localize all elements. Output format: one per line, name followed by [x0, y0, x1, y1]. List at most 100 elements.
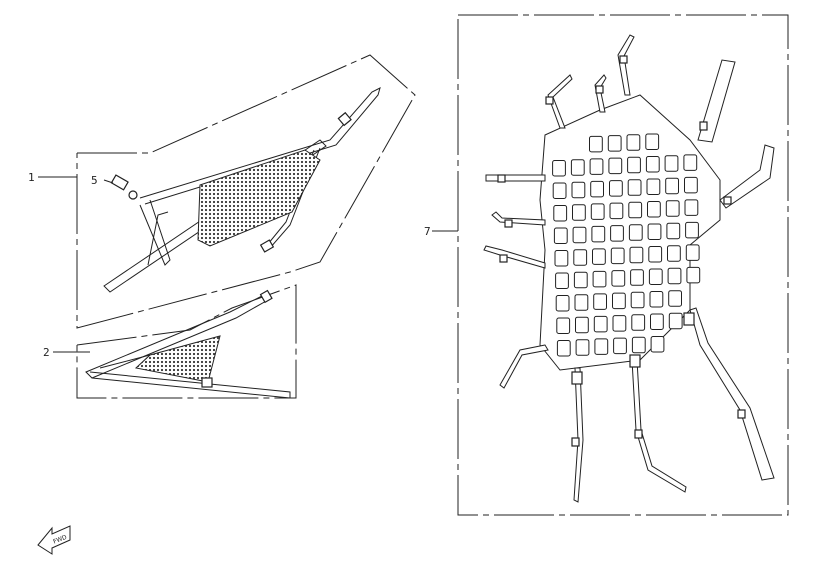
- buckle: [723, 196, 732, 205]
- net-cell: [631, 336, 646, 354]
- net-cell: [645, 156, 660, 173]
- buckle: [737, 409, 746, 419]
- part1-mesh-panel: [197, 149, 321, 247]
- net-cell: [573, 249, 588, 266]
- net-cell: [575, 316, 589, 334]
- part1-frame: [76, 54, 416, 329]
- part2-mesh-panel: [134, 335, 221, 383]
- net-cell: [648, 268, 663, 285]
- net-cell: [555, 295, 570, 312]
- net-cell: [650, 336, 665, 353]
- buckle: [571, 371, 583, 385]
- buckle: [683, 312, 695, 326]
- forward-arrow-icon: FWD: [37, 525, 71, 555]
- forward-label: FWD: [52, 534, 68, 546]
- strap-left-3: [483, 245, 546, 269]
- net-cell: [646, 178, 661, 195]
- net-cell: [649, 291, 664, 308]
- callout-5: 5: [91, 174, 98, 187]
- net-cell: [575, 339, 590, 356]
- net-cell: [631, 314, 646, 331]
- net-cell: [610, 225, 624, 242]
- net-cell: [593, 293, 608, 310]
- net-cell: [683, 154, 698, 171]
- net-cell: [590, 180, 605, 198]
- buckle: [499, 254, 508, 263]
- net-cell: [556, 340, 571, 357]
- part1-buckle: [259, 239, 275, 253]
- net-cell: [591, 225, 606, 243]
- net-cell: [630, 291, 645, 309]
- net-cell: [593, 315, 608, 333]
- callout-2: 2: [43, 346, 50, 359]
- net-cell: [684, 176, 698, 194]
- net-cell: [666, 222, 681, 240]
- net-cell: [668, 290, 683, 307]
- net-cell: [667, 245, 681, 262]
- callout-1: 1: [28, 171, 35, 184]
- net-cell: [613, 337, 627, 355]
- buckle: [497, 174, 506, 183]
- buckle: [619, 55, 628, 64]
- net-cell: [611, 270, 626, 287]
- net-cell: [628, 224, 643, 241]
- net-cell: [685, 244, 700, 261]
- net-cell: [589, 135, 603, 153]
- net-cell: [685, 221, 699, 239]
- net-cell: [572, 226, 587, 244]
- part2-frame: [76, 284, 297, 399]
- net-cell: [553, 205, 568, 222]
- buckle: [571, 437, 580, 447]
- part2-assembly: [53, 284, 297, 399]
- net-cell: [552, 160, 566, 177]
- net-cell: [686, 266, 701, 284]
- net-cell: [554, 250, 569, 267]
- strap-bottom-1: [573, 367, 584, 503]
- buckle: [699, 121, 708, 131]
- net-cell: [609, 202, 624, 220]
- net-cell: [592, 270, 607, 288]
- net-cell: [647, 223, 662, 240]
- net-cell: [607, 135, 622, 152]
- strap-right-mid: [719, 144, 775, 209]
- strap-bottom-2: [631, 359, 687, 493]
- net-cell: [555, 272, 569, 289]
- part7-frame: [457, 14, 789, 516]
- part2-buckle: [201, 377, 213, 388]
- net-cell: [665, 200, 680, 217]
- net-cell: [630, 269, 644, 286]
- net-cell: [650, 313, 664, 330]
- buckle: [504, 219, 513, 228]
- part1-clamp: [337, 111, 352, 127]
- net-cell: [668, 312, 683, 330]
- net-cell: [552, 182, 567, 199]
- net-cell: [627, 156, 641, 174]
- net-cell: [573, 271, 588, 289]
- net-cell: [594, 338, 609, 355]
- net-cell: [609, 180, 623, 197]
- net-cell: [612, 315, 627, 332]
- strap-bottom-left: [499, 344, 549, 389]
- net-cell: [589, 158, 604, 175]
- strap-top-1: [617, 34, 635, 96]
- buckle: [595, 85, 604, 94]
- strap-left-1: [485, 174, 546, 182]
- callout-7: 7: [424, 225, 431, 238]
- net-cell: [608, 157, 623, 175]
- net-cell: [665, 177, 680, 195]
- net-cell: [612, 292, 626, 310]
- part1-assembly: [38, 54, 416, 329]
- net-cell: [574, 294, 589, 311]
- strap-left-2: [491, 211, 546, 226]
- net-cell: [647, 201, 661, 218]
- net-cell: [628, 201, 643, 219]
- net-cell: [592, 248, 606, 265]
- buckle: [545, 96, 554, 105]
- net-cell: [556, 317, 571, 334]
- strap-bottom-right: [689, 307, 775, 481]
- net-cell: [648, 246, 663, 263]
- net-cell: [627, 179, 642, 196]
- buckle: [629, 354, 641, 368]
- buckle: [634, 429, 643, 439]
